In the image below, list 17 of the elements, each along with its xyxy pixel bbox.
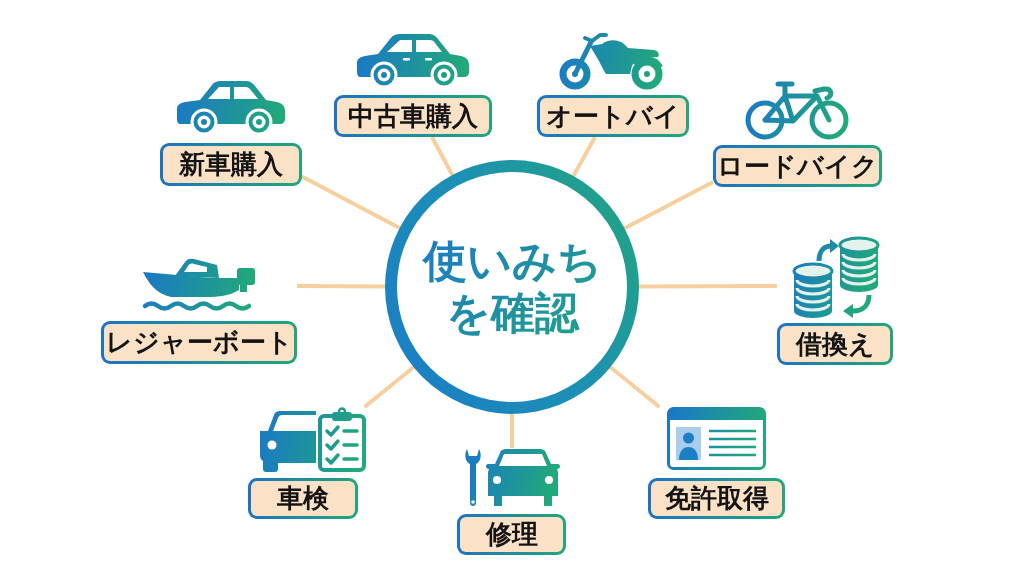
connector-line (623, 180, 714, 230)
label-box: ロードバイク (713, 145, 882, 187)
label-box: レジャーボート (101, 321, 297, 364)
connector-line (297, 284, 385, 289)
label-box: 中古車購入 (334, 95, 492, 137)
label-box: 新車購入 (160, 143, 302, 186)
connector-line (571, 136, 597, 177)
label-box: オートバイ (537, 95, 689, 137)
connector-line (510, 414, 514, 448)
connector-line (430, 136, 454, 176)
label-box: 免許取得 (648, 478, 785, 519)
connector-line (301, 174, 401, 230)
connector-line (609, 365, 661, 409)
label-box: 借換え (777, 323, 893, 365)
label-box: 修理 (457, 514, 566, 555)
connector-line (363, 365, 415, 409)
label-box: 車検 (248, 478, 358, 519)
